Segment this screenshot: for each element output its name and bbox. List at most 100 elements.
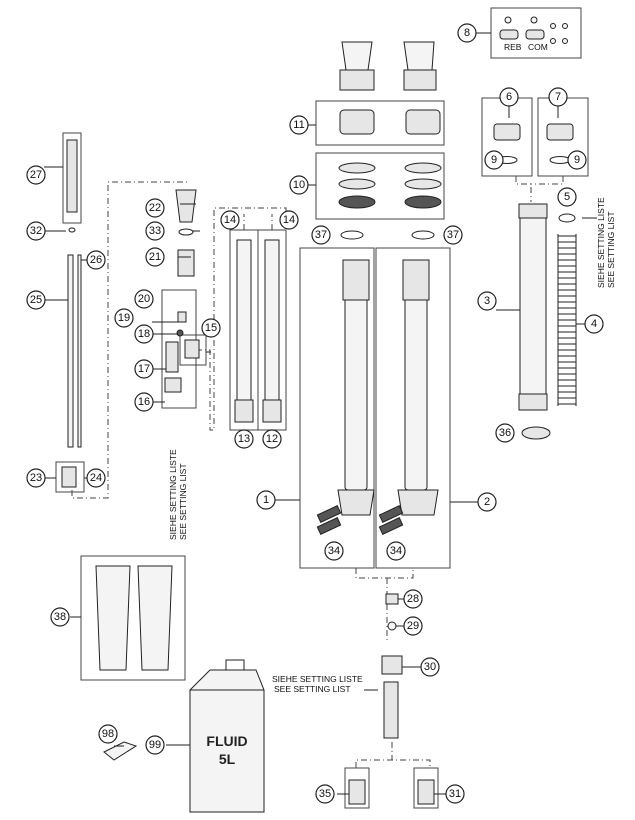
callout-98: 98 — [98, 724, 118, 744]
svg-text:3: 3 — [484, 295, 490, 307]
spring-group — [518, 203, 577, 440]
callout-20: 20 — [134, 289, 154, 309]
callout-24: 24 — [86, 468, 106, 488]
callout-1: 1 — [256, 490, 276, 510]
callout-2: 2 — [477, 492, 497, 512]
svg-text:29: 29 — [407, 620, 419, 632]
rod-25-icon — [67, 254, 74, 448]
line-tool-loop — [71, 181, 190, 499]
svg-text:32: 32 — [30, 225, 42, 237]
callout-12: 12 — [262, 429, 282, 449]
oring-icon — [550, 23, 556, 29]
callout-37a: 37 — [311, 225, 331, 245]
svg-text:38: 38 — [54, 611, 66, 623]
callout-23: 23 — [26, 468, 46, 488]
callout-34b: 34 — [386, 541, 406, 561]
axle-parts — [348, 593, 435, 805]
svg-text:5: 5 — [564, 191, 570, 203]
foot-35-icon — [348, 779, 366, 805]
svg-text:12: 12 — [266, 433, 278, 445]
callout-11: 11 — [289, 115, 309, 135]
seal-ring-icon — [404, 195, 442, 209]
svg-text:36: 36 — [499, 427, 511, 439]
reb-label: REB — [504, 42, 522, 52]
oring-icon — [562, 23, 568, 29]
svg-text:26: 26 — [90, 254, 102, 266]
svg-text:8: 8 — [464, 27, 470, 39]
svg-text:34: 34 — [390, 545, 402, 557]
part-18-icon — [176, 329, 184, 337]
callout-5: 5 — [557, 187, 577, 207]
fork-leg-right-top-icon — [402, 259, 430, 301]
svg-text:37: 37 — [447, 229, 459, 241]
screw-icon — [530, 16, 538, 24]
cartridge-12-icon — [264, 239, 280, 421]
note-setting-de-right: SIEHE SETTING LISTE — [596, 197, 606, 288]
svg-text:11: 11 — [293, 119, 304, 131]
axle-clamp-right-icon — [397, 489, 439, 516]
callout-26: 26 — [86, 250, 106, 270]
clamp-bolt-icon — [378, 505, 404, 523]
fork-legs — [316, 259, 439, 535]
com-adjuster-icon — [525, 29, 545, 40]
cartridge-12-base-icon — [262, 399, 282, 423]
note-setting-de-left: SIEHE SETTING LISTE — [168, 449, 178, 540]
box-foot-35 — [344, 767, 370, 809]
box-tool-23 — [55, 461, 85, 493]
svg-text:33: 33 — [149, 225, 161, 237]
box-outer-tube-right — [375, 247, 451, 569]
note-setting-de-center: SIEHE SETTING LISTE — [272, 674, 363, 684]
fluid-can-handle-icon — [225, 659, 245, 670]
callout-14a: 14 — [220, 210, 240, 230]
callout-37b: 37 — [443, 225, 463, 245]
svg-text:6: 6 — [506, 91, 512, 103]
assembly-lines — [71, 176, 564, 768]
svg-text:30: 30 — [424, 661, 436, 673]
spring-side-icon — [557, 234, 577, 406]
part-30-icon — [381, 655, 403, 675]
svg-text:25: 25 — [30, 294, 42, 306]
foot-31-icon — [417, 779, 435, 805]
screw-icon — [504, 16, 512, 24]
clamp-bolt-icon — [316, 505, 342, 523]
fork-guard-right-icon — [137, 565, 173, 671]
note-setting-en-right: SEE SETTING LIST — [606, 211, 616, 288]
screw-caps — [493, 123, 574, 164]
callout-21: 21 — [145, 247, 165, 267]
screw-cap-right-icon — [546, 123, 574, 141]
spring-seat-icon — [558, 213, 576, 223]
part-15-icon — [184, 339, 200, 359]
callout-19: 19 — [114, 308, 134, 328]
part-17-spring-icon — [165, 341, 179, 373]
box-fork-guards — [80, 555, 186, 681]
svg-text:7: 7 — [555, 91, 561, 103]
callout-25: 25 — [26, 290, 46, 310]
callout-32: 32 — [26, 221, 46, 241]
seal-ring-icon — [338, 162, 376, 174]
svg-text:19: 19 — [118, 312, 130, 324]
callout-99: 99 — [145, 735, 165, 755]
fork-guard-left-icon — [95, 565, 131, 671]
svg-text:99: 99 — [149, 739, 161, 751]
callout-22: 22 — [145, 198, 165, 218]
fluid-label: FLUID — [206, 733, 247, 749]
callout-6: 6 — [499, 87, 519, 107]
clamp-bolt-icon — [316, 517, 342, 535]
rod-26-icon — [77, 254, 82, 448]
svg-text:23: 23 — [30, 472, 42, 484]
callout-16: 16 — [134, 392, 154, 412]
line-cap-join — [515, 176, 532, 202]
sleeve-left-icon — [341, 41, 373, 71]
line-cap-join-b — [531, 176, 564, 185]
note-setting-en-center: SEE SETTING LIST — [274, 684, 351, 694]
callout-8: 8 — [457, 23, 477, 43]
dust-seal-left-icon — [339, 109, 375, 135]
svg-text:2: 2 — [484, 496, 490, 508]
part-29-icon — [387, 621, 397, 631]
com-label: COM — [528, 42, 548, 52]
oring-icon — [68, 227, 76, 233]
svg-text:4: 4 — [591, 318, 597, 330]
oring-icon — [550, 38, 556, 44]
oring-icon — [562, 38, 568, 44]
